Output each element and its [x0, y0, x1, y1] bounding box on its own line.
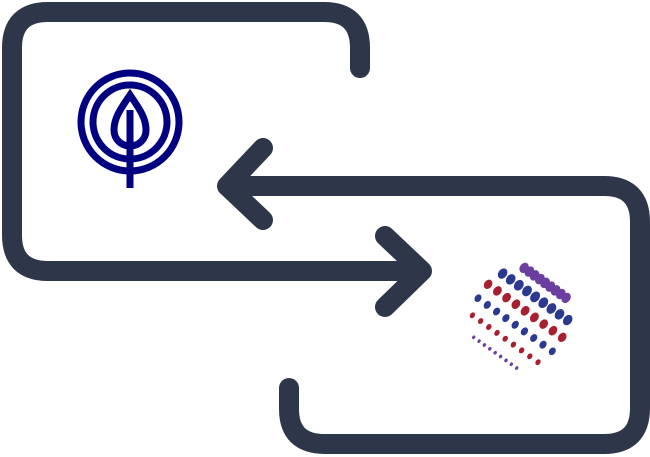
sphere-dot [509, 362, 513, 367]
sphere-dot [504, 358, 508, 363]
sphere-dot [502, 292, 512, 303]
sphere-dot [510, 341, 517, 348]
sphere-dot [483, 279, 493, 289]
sphere-dot [530, 334, 538, 342]
sphere-dot [502, 335, 508, 342]
sphere-dot [505, 274, 516, 285]
sphere-dot [497, 268, 508, 279]
sphere-dot [527, 353, 533, 360]
sphere-dot [498, 354, 503, 359]
sphere-dot [539, 319, 549, 329]
sphere-dot [477, 318, 484, 325]
sphere-dot [530, 291, 541, 303]
sphere-dot [557, 332, 567, 342]
sphere-dot [548, 347, 556, 356]
sphere-dot [538, 297, 549, 309]
target-loop-line [220, 176, 650, 454]
sphere-dot [562, 314, 573, 326]
sphere-dot [494, 329, 500, 336]
sphere-dot [554, 309, 565, 320]
sphere-dot [529, 312, 539, 323]
source-loop-line [2, 2, 430, 281]
sphere-dot [515, 366, 519, 370]
dotted-sphere-logo-icon [469, 262, 573, 370]
sphere-dot [548, 325, 558, 336]
sphere-dot [518, 347, 525, 354]
sphere-dot [493, 350, 497, 355]
sphere-dot [486, 324, 492, 330]
arrow-left-icon [217, 138, 273, 230]
sphere-dot [539, 340, 547, 349]
sphere-dot [472, 335, 476, 340]
sphere-dot [511, 320, 519, 329]
sphere-dot [535, 359, 541, 366]
sphere-dot [546, 303, 557, 314]
sphere-dot [561, 292, 571, 304]
tree-rings-logo-icon [77, 69, 183, 188]
sphere-dot [483, 300, 491, 309]
sphere-dot [482, 343, 487, 347]
sphere-dot [522, 285, 532, 297]
sphere-dot [474, 294, 482, 303]
sphere-dot [511, 299, 521, 310]
sphere-dot [477, 339, 481, 343]
sphere-dot [469, 312, 476, 319]
sphere-dot [520, 305, 530, 316]
sphere-dot [492, 286, 502, 296]
sphere-dot [488, 346, 492, 351]
sphere-dot [513, 279, 524, 291]
sphere-dot [520, 327, 529, 336]
sphere-dot [492, 307, 501, 316]
connector-source-to-target [2, 2, 432, 317]
arrow-right-icon [375, 226, 432, 317]
sphere-dot [502, 314, 510, 323]
connector-target-to-source [217, 138, 650, 454]
